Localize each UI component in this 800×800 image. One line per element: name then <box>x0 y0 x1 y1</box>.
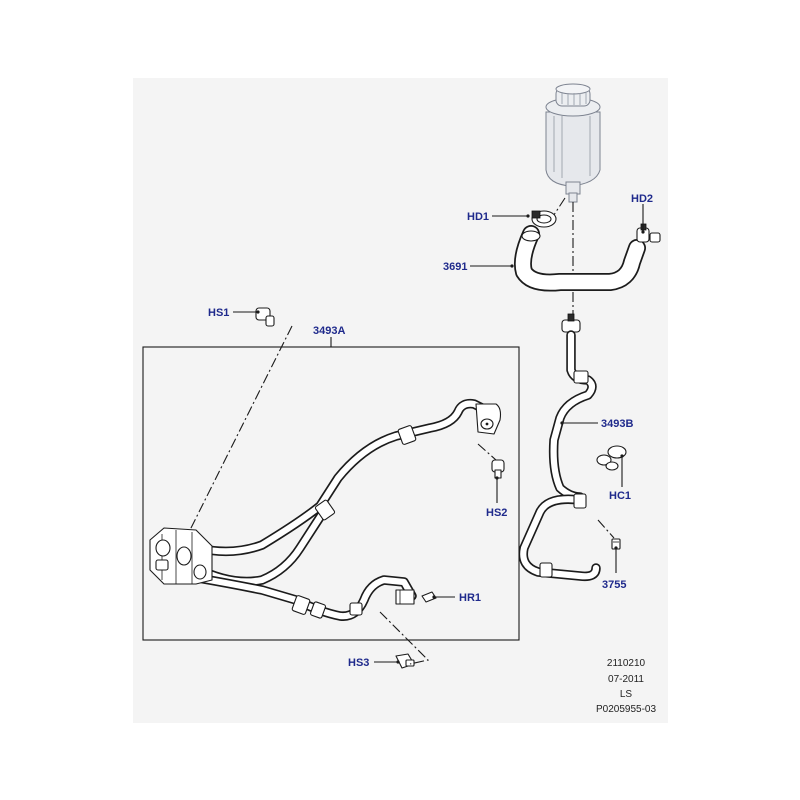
reference-line-2: 07-2011 <box>608 674 644 685</box>
bolt-hs1-centreline <box>189 325 293 531</box>
callout-hc1: HC1 <box>609 490 631 502</box>
reference-line-3: LS <box>620 689 633 700</box>
banjo-fitting <box>475 403 502 435</box>
callout-hs1: HS1 <box>208 307 229 319</box>
bolt-hs2 <box>491 459 505 479</box>
callout-hs2: HS2 <box>486 507 507 519</box>
callout-3691: 3691 <box>443 261 467 273</box>
bolt-hs3-centreline <box>379 611 430 665</box>
callout-hr1: HR1 <box>459 592 481 604</box>
hose-3493b <box>518 330 601 582</box>
hose-3493a <box>191 398 491 621</box>
callout-hd2: HD2 <box>631 193 653 205</box>
callout-3493a: 3493A <box>313 325 345 337</box>
hose-clamp-hd1 <box>531 210 557 228</box>
hose-3691 <box>513 225 646 292</box>
bolt-hs1 <box>255 307 275 327</box>
clip-3755-centreline <box>597 519 615 539</box>
pump-valve-block <box>149 527 213 585</box>
fluid-reservoir <box>545 83 601 203</box>
callout-3493b: 3493B <box>601 418 633 430</box>
callout-hs3: HS3 <box>348 657 369 669</box>
bolt-hs2-centreline <box>477 443 497 461</box>
hose-connector <box>561 313 581 333</box>
callout-hd1: HD1 <box>467 211 489 223</box>
reference-line-1: 2110210 <box>607 658 646 669</box>
bracket-hr1 <box>395 589 437 605</box>
leader-lines <box>233 204 645 664</box>
reference-block: 2110210 07-2011 LS P0205955-03 <box>596 658 656 715</box>
bolt-hs3 <box>395 653 415 669</box>
callout-3755: 3755 <box>602 579 626 591</box>
reference-line-4: P0205955-03 <box>596 704 656 715</box>
